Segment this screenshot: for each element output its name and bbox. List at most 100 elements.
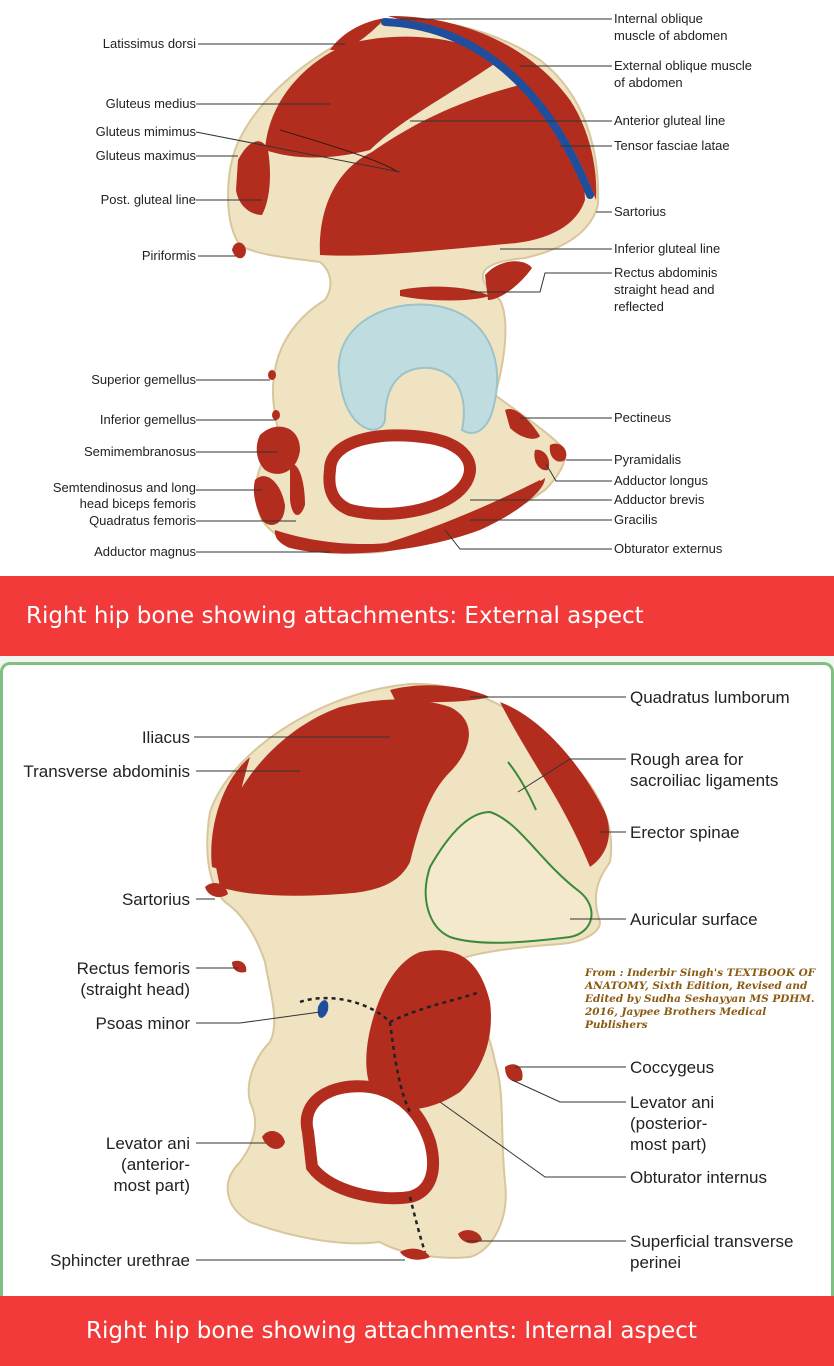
- label-semimembranosus: Semimembranosus: [84, 444, 196, 459]
- label-rectus-femoris-line1: Rectus femoris: [77, 959, 190, 978]
- label-psoas-minor: Psoas minor: [96, 1014, 191, 1033]
- label-sartorius-internal: Sartorius: [122, 890, 190, 909]
- label-transverse-abdominis: Transverse abdominis: [23, 762, 190, 781]
- levator-ani-anterior-mark: [262, 1130, 285, 1149]
- label-semitendinosus-line1: Semtendinosus and long: [53, 480, 196, 495]
- external-aspect-caption: Right hip bone showing attachments: Exte…: [0, 576, 834, 656]
- superior-gemellus-area: [268, 370, 276, 380]
- label-adductor-magnus: Adductor magnus: [94, 544, 196, 559]
- label-gluteus-minimus: Gluteus mimimus: [96, 124, 197, 139]
- label-quadratus-lumborum: Quadratus lumborum: [630, 688, 790, 707]
- label-iliacus: Iliacus: [142, 728, 190, 747]
- label-inferior-gluteal-line: Inferior gluteal line: [614, 241, 720, 256]
- label-rectus-abdominis-line3: reflected: [614, 299, 664, 314]
- label-levator-ani-anterior-line2: (anterior-: [121, 1155, 190, 1174]
- internal-oblique-line: [381, 18, 594, 199]
- label-superficial-transverse-perinei-line2: perinei: [630, 1253, 681, 1272]
- dotted-pelvic-brim: [299, 990, 481, 1024]
- label-tensor-fasciae-latae: Tensor fasciae latae: [614, 138, 730, 153]
- label-rough-area-line1: Rough area for: [630, 750, 744, 769]
- label-quadratus-femoris: Quadratus femoris: [89, 513, 196, 528]
- rectus-abdominis-area: [400, 286, 490, 301]
- label-rectus-abdominis-line2: straight head and: [614, 282, 714, 297]
- label-latissimus-dorsi: Latissimus dorsi: [103, 36, 196, 51]
- label-levator-ani-anterior-line3: most part): [113, 1176, 190, 1195]
- pyramidalis-area: [549, 443, 567, 462]
- superficial-transverse-perinei-mark: [458, 1230, 482, 1244]
- label-rough-area-line2: sacroiliac ligaments: [630, 771, 778, 790]
- internal-left-labels: Iliacus Transverse abdominis Sartorius R…: [23, 728, 190, 1270]
- label-adductor-longus: Adductor longus: [614, 473, 708, 488]
- rectus-femoris-mark: [232, 960, 247, 973]
- gluteus-minimus-area: [319, 85, 585, 256]
- label-gracilis: Gracilis: [614, 512, 658, 527]
- psoas-minor-mark: [317, 1000, 329, 1018]
- rectus-reflected-area: [485, 261, 532, 300]
- internal-right-leaders: [439, 696, 626, 1242]
- gluteus-medius-area: [265, 36, 500, 158]
- acetabular-cartilage: [337, 303, 499, 434]
- quadratus-femoris-area: [290, 464, 305, 516]
- gluteus-maximus-area: [236, 141, 270, 215]
- label-post-gluteal-line: Post. gluteal line: [101, 192, 196, 207]
- external-right-labels: Internal oblique muscle of abdomen Exter…: [614, 11, 752, 556]
- semimembranosus-area: [256, 426, 300, 474]
- label-gluteus-medius: Gluteus medius: [106, 96, 197, 111]
- sphincter-urethrae-mark: [400, 1248, 430, 1260]
- label-internal-oblique-line1: Internal oblique: [614, 11, 703, 26]
- label-external-oblique-line1: External oblique muscle: [614, 58, 752, 73]
- internal-aspect-panel: Iliacus Transverse abdominis Sartorius R…: [0, 662, 834, 1296]
- label-sartorius-external: Sartorius: [614, 204, 667, 219]
- label-semitendinosus-line2: head biceps femoris: [80, 496, 197, 511]
- internal-right-labels: Quadratus lumborum Rough area for sacroi…: [630, 688, 793, 1272]
- coccygeus-mark: [505, 1064, 523, 1082]
- adductor-longus-area: [534, 449, 550, 471]
- label-rectus-abdominis-line1: Rectus abdominis: [614, 265, 718, 280]
- label-erector-spinae: Erector spinae: [630, 823, 740, 842]
- quadratus-lumborum-area: [390, 685, 490, 703]
- label-pyramidalis: Pyramidalis: [614, 452, 682, 467]
- label-anterior-gluteal-line: Anterior gluteal line: [614, 113, 725, 128]
- label-auricular-surface: Auricular surface: [630, 910, 758, 929]
- obturator-foramen: [323, 429, 476, 520]
- transverse-abdominis-area: [211, 757, 250, 872]
- latissimus-dorsi-area: [330, 18, 385, 50]
- label-superior-gemellus: Superior gemellus: [91, 372, 196, 387]
- label-rectus-femoris-line2: (straight head): [80, 980, 190, 999]
- external-left-leaders: [195, 43, 401, 553]
- obturator-foramen-internal: [300, 1080, 440, 1205]
- pectineus-area: [505, 409, 540, 439]
- label-sphincter-urethrae: Sphincter urethrae: [50, 1251, 190, 1270]
- label-obturator-externus: Obturator externus: [614, 541, 723, 556]
- semitendinosus-area: [253, 476, 285, 525]
- label-coccygeus: Coccygeus: [630, 1058, 714, 1077]
- piriformis-area: [232, 242, 246, 259]
- label-levator-ani-posterior-line3: most part): [630, 1135, 707, 1154]
- label-levator-ani-posterior-line2: (posterior-: [630, 1114, 707, 1133]
- label-levator-ani-anterior-line1: Levator ani: [106, 1134, 190, 1153]
- inferior-gemellus-area: [272, 410, 280, 420]
- internal-aspect-diagram: Iliacus Transverse abdominis Sartorius R…: [23, 682, 793, 1272]
- internal-left-leaders: [194, 736, 405, 1261]
- external-right-leaders: [400, 18, 612, 550]
- label-adductor-brevis: Adductor brevis: [614, 492, 705, 507]
- external-left-labels: Latissimus dorsi Gluteus medius Gluteus …: [53, 36, 197, 559]
- source-credit: From : Inderbir Singh's TEXTBOOK OF ANAT…: [585, 967, 816, 1031]
- iliacus-area: [215, 699, 469, 896]
- erector-spinae-area: [500, 702, 610, 867]
- label-levator-ani-posterior-line1: Levator ani: [630, 1093, 714, 1112]
- external-aspect-diagram: Latissimus dorsi Gluteus medius Gluteus …: [53, 11, 752, 559]
- rough-area-line: [507, 761, 537, 811]
- internal-aspect-caption: Right hip bone showing attachments: Inte…: [0, 1296, 834, 1366]
- adductor-magnus-area: [274, 478, 545, 554]
- label-gluteus-maximus: Gluteus maximus: [96, 148, 197, 163]
- label-external-oblique-line2: of abdomen: [614, 75, 683, 90]
- external-oblique-area: [388, 15, 597, 200]
- label-superficial-transverse-perinei-line1: Superficial transverse: [630, 1232, 793, 1251]
- label-internal-oblique-line2: muscle of abdomen: [614, 28, 727, 43]
- label-pectineus: Pectineus: [614, 410, 672, 425]
- label-obturator-internus: Obturator internus: [630, 1168, 767, 1187]
- label-inferior-gemellus: Inferior gemellus: [100, 412, 197, 427]
- internal-caption-text: Right hip bone showing attachments: Inte…: [86, 1318, 697, 1344]
- label-piriformis: Piriformis: [142, 248, 197, 263]
